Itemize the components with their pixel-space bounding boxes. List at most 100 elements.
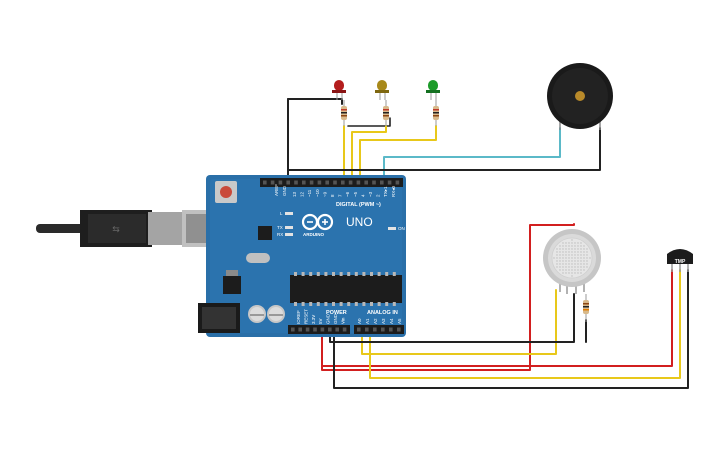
header-hole[interactable] — [348, 180, 353, 185]
mesh-dot — [580, 248, 582, 250]
header-hole[interactable] — [291, 327, 295, 332]
mesh-dot — [574, 254, 576, 256]
mesh-dot — [571, 260, 573, 262]
header-hole[interactable] — [325, 180, 329, 185]
chip-pin — [294, 302, 297, 306]
header-hole[interactable] — [365, 327, 369, 332]
mesh-dot — [586, 263, 588, 265]
resistor-yellow-led[interactable] — [383, 100, 389, 126]
header-hole[interactable] — [305, 327, 310, 332]
mesh-dot — [559, 248, 561, 250]
mesh-dot — [565, 263, 567, 265]
power-jack[interactable] — [198, 303, 240, 333]
header-hole[interactable] — [317, 180, 322, 185]
header-hole[interactable] — [335, 327, 339, 332]
wire-tmp-signal — [369, 269, 681, 379]
mesh-dot — [556, 248, 558, 250]
mesh-dot — [574, 260, 576, 262]
mesh-dot — [580, 263, 582, 265]
header-hole[interactable] — [328, 327, 332, 332]
header-hole[interactable] — [286, 180, 290, 185]
header-hole[interactable] — [372, 180, 376, 185]
mesh-dot — [562, 260, 564, 262]
chip-pin — [324, 272, 328, 276]
rx-label: RX — [277, 232, 283, 237]
atmega-chip — [290, 272, 402, 306]
header-hole[interactable] — [263, 180, 267, 185]
header-hole[interactable] — [387, 180, 392, 185]
mesh-dot — [586, 251, 588, 253]
mesh-dot — [568, 263, 570, 265]
yellow-led[interactable] — [375, 80, 389, 100]
mesh-dot — [562, 266, 564, 268]
mesh-dot — [580, 254, 582, 256]
chip-pin — [385, 302, 389, 306]
usb-cable[interactable]: ⇆ — [36, 210, 212, 247]
mesh-dot — [559, 251, 561, 253]
mesh-dot — [577, 242, 579, 244]
header-hole[interactable] — [342, 327, 347, 332]
reset-button[interactable] — [215, 181, 237, 203]
header-hole[interactable] — [309, 180, 314, 185]
piezo-buzzer[interactable] — [547, 63, 613, 130]
header-hole[interactable] — [389, 327, 393, 332]
mesh-dot — [574, 245, 576, 247]
red-led[interactable] — [332, 80, 346, 100]
header-hole[interactable] — [320, 327, 325, 332]
chip-pin — [354, 272, 358, 276]
digital-pin-label: 2 — [376, 194, 381, 197]
header-hole[interactable] — [356, 180, 361, 185]
mesh-dot — [556, 257, 558, 259]
gas-sensor[interactable] — [543, 229, 601, 294]
mesh-dot — [568, 254, 570, 256]
mesh-dot — [577, 254, 579, 256]
header-hole[interactable] — [380, 180, 384, 185]
header-hole[interactable] — [397, 327, 401, 332]
mesh-dot — [577, 266, 579, 268]
capacitors — [248, 305, 285, 323]
mesh-dot — [577, 260, 579, 262]
digital-pin-label: 8 — [330, 194, 335, 197]
header-hole[interactable] — [278, 180, 283, 185]
chip-pin — [301, 302, 305, 306]
crystal — [246, 253, 270, 263]
mesh-dot — [583, 269, 585, 271]
mesh-dot — [571, 251, 573, 253]
header-hole[interactable] — [302, 180, 306, 185]
mesh-dot — [568, 272, 570, 274]
mesh-dot — [556, 266, 558, 268]
mesh-dot — [565, 269, 567, 271]
chip-pin — [339, 302, 343, 306]
temperature-sensor[interactable]: TMP — [667, 249, 693, 272]
mesh-dot — [562, 248, 564, 250]
header-hole[interactable] — [298, 327, 302, 332]
wire-tmp-ground — [333, 269, 689, 389]
wire-buzzer-signal — [383, 127, 561, 183]
resistor-gas-sensor[interactable] — [583, 294, 589, 322]
resistor-red-led[interactable] — [341, 100, 347, 126]
chip-pin — [309, 272, 313, 276]
header-hole[interactable] — [381, 327, 385, 332]
header-hole[interactable] — [270, 180, 275, 185]
header-hole[interactable] — [294, 180, 298, 185]
analog-pin-label: A2 — [373, 318, 378, 324]
header-hole[interactable] — [373, 327, 377, 332]
mesh-dot — [571, 245, 573, 247]
header-hole[interactable] — [341, 180, 345, 185]
mesh-dot — [586, 266, 588, 268]
chip-pin — [316, 272, 320, 276]
header-hole[interactable] — [313, 327, 317, 332]
resistor-green-led[interactable] — [433, 100, 439, 126]
header-hole[interactable] — [364, 180, 368, 185]
header-hole[interactable] — [357, 327, 361, 332]
chip-pin — [377, 302, 381, 306]
power-pin-label: Vin — [340, 317, 345, 324]
header-hole[interactable] — [333, 180, 337, 185]
green-led[interactable] — [426, 80, 440, 100]
mesh-dot — [562, 269, 564, 271]
header-hole[interactable] — [395, 180, 400, 185]
mesh-dot — [580, 260, 582, 262]
